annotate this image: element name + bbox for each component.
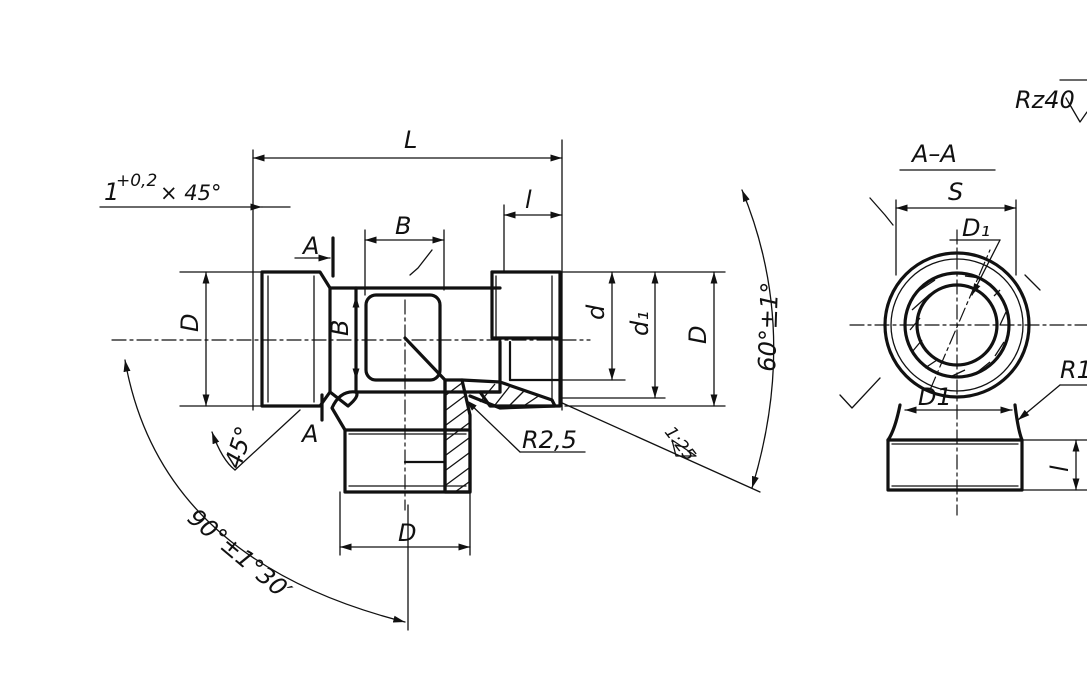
front-dimensions	[99, 139, 775, 631]
label-R25: R2,5	[522, 426, 577, 454]
label-D1-bottom: D1	[918, 383, 952, 411]
label-D-right: D	[684, 326, 712, 344]
label-D-left: D	[176, 314, 204, 332]
front-view	[111, 270, 591, 511]
label-d1: d₁	[626, 311, 654, 336]
label-A-top: A	[301, 232, 319, 260]
label-A-bottom: A	[300, 420, 318, 448]
hatching-right	[479, 383, 541, 406]
label-chamfer-angle: × 45°	[160, 181, 222, 205]
label-B-top: B	[395, 212, 411, 240]
section-hatching	[909, 275, 1007, 378]
section-view	[839, 79, 1087, 516]
label-l-top: l	[525, 186, 532, 214]
label-slope: 1:25	[660, 423, 699, 465]
label-S: S	[948, 178, 963, 206]
label-D1-top: D₁	[962, 214, 990, 242]
label-chamfer: 1	[104, 178, 119, 206]
section-title: A–A	[910, 140, 957, 168]
label-d: d	[582, 304, 610, 320]
label-45-deg: 45°	[219, 423, 259, 472]
label-B-side: B	[326, 320, 354, 336]
label-L: L	[404, 126, 417, 154]
label-roughness: Rz40	[1015, 86, 1075, 114]
label-D-bottom: D	[398, 519, 416, 547]
label-l-right: l	[1046, 465, 1074, 472]
label-R1: R1,	[1060, 356, 1087, 384]
labels: L 1 +0,2 × 45° A A B B l D d d₁ D 60°±1°…	[104, 86, 1087, 606]
hatching	[445, 382, 470, 493]
label-60-deg: 60°±1°	[753, 281, 784, 372]
label-90-deg: 90°±1°30′	[182, 503, 297, 606]
label-chamfer-tol: +0,2	[116, 171, 157, 191]
